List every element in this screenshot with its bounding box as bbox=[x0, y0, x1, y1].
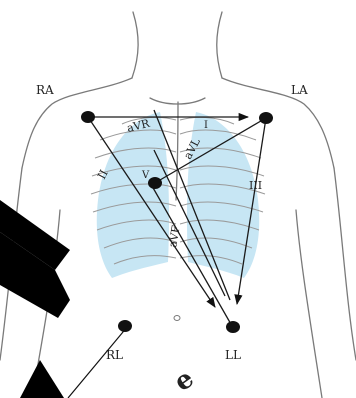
label-lead-i: I bbox=[204, 120, 208, 131]
navel bbox=[174, 316, 180, 321]
label-la: LA bbox=[291, 83, 308, 97]
electrode-ra bbox=[81, 111, 95, 123]
label-lead-iii: III bbox=[249, 179, 262, 192]
label-v: V bbox=[141, 170, 150, 181]
torso-outline bbox=[0, 12, 356, 398]
label-ra: RA bbox=[36, 83, 54, 97]
label-ll: LL bbox=[225, 348, 241, 362]
label-avf: aVF bbox=[166, 224, 183, 248]
electrode-la bbox=[259, 112, 273, 124]
partial-text: e bbox=[169, 364, 200, 398]
electrode-chest bbox=[148, 177, 162, 189]
electrode-ll bbox=[226, 321, 240, 333]
